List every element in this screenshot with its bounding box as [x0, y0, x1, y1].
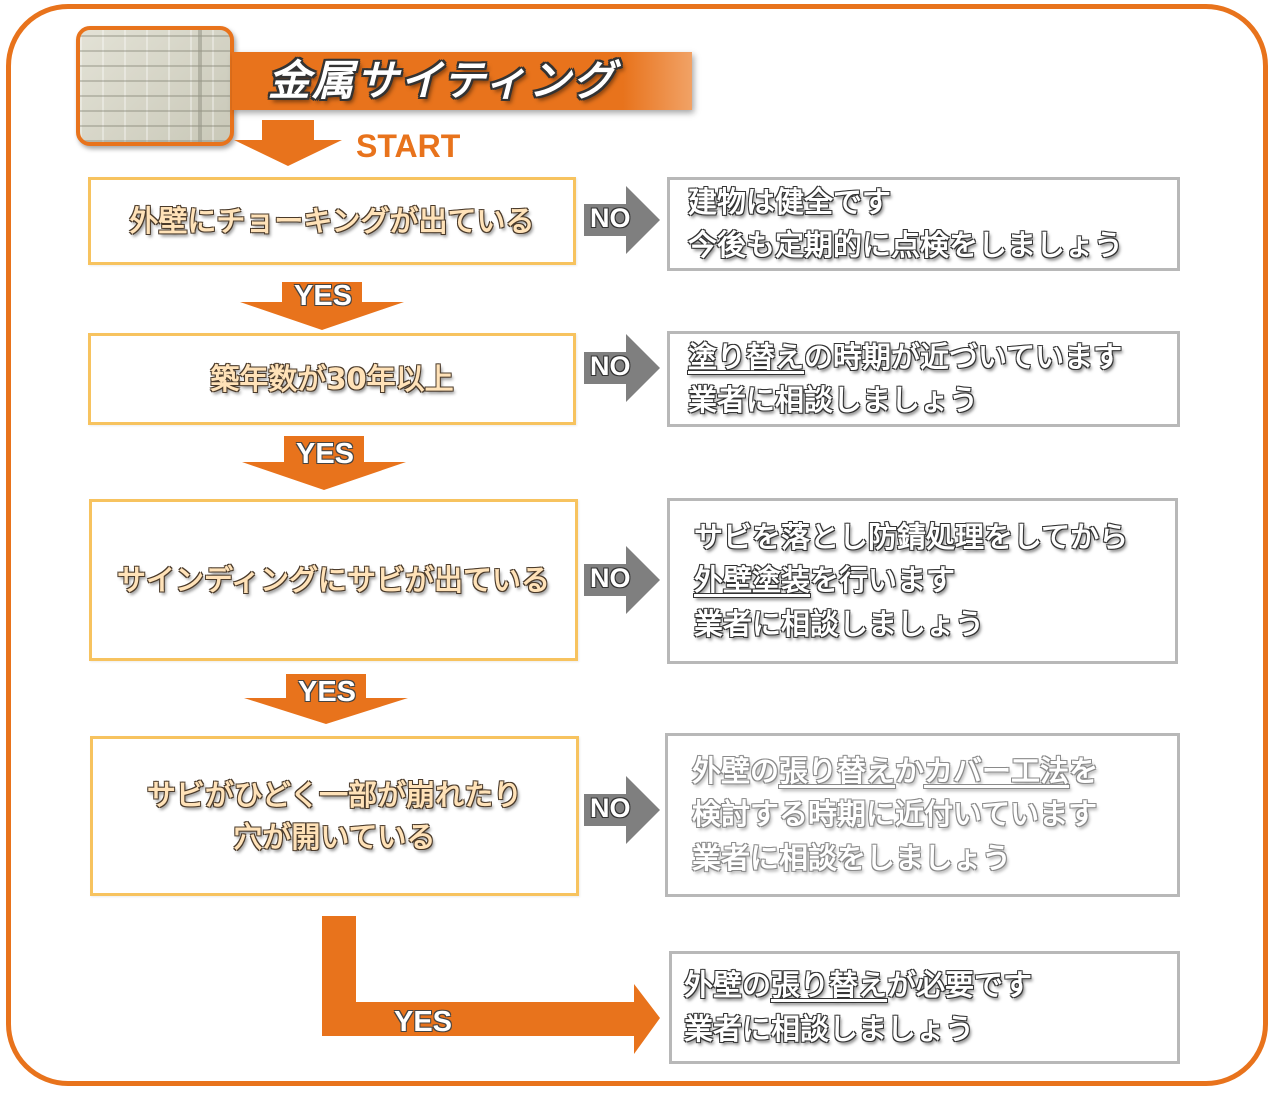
question-3-text: サインディングにサビが出ている [117, 562, 550, 597]
question-4-line-2: 穴が開いている [233, 820, 436, 854]
replacement-keyword: 張り替え [779, 753, 896, 788]
answer-4-line-3: 業者に相談をしましょう [692, 840, 1012, 875]
page-title: 金属サイティング [268, 56, 617, 105]
start-arrow [234, 120, 342, 166]
yes-arrow-3 [244, 674, 408, 724]
cover-method-keyword: カバー工法 [924, 753, 1070, 788]
yes-label-final: YES [394, 1006, 453, 1038]
answer-5-line-2: 業者に相談しましょう [684, 1011, 975, 1046]
yes-label-1: YES [294, 280, 353, 312]
question-box-2: 築年数が30年以上 [88, 333, 576, 425]
yes-label-2: YES [296, 438, 355, 470]
outer-frame [6, 4, 1268, 1086]
yes-label-3: YES [298, 676, 357, 708]
question-box-4: サビがひどく一部が崩れたり 穴が開いている [90, 736, 579, 896]
no-label-4: NO [590, 793, 631, 823]
siding-photo [76, 26, 234, 146]
repaint-keyword: 塗り替え [688, 339, 805, 374]
answer-box-1: 建物は健全です 今後も定期的に点検をしましょう [667, 177, 1180, 271]
question-4-text: サビがひどく一部が崩れたり 穴が開いている [147, 774, 522, 858]
question-4-line-1: サビがひどく一部が崩れたり [146, 777, 523, 812]
question-1-text: 外壁にチョーキングが出ている [129, 203, 535, 238]
title-banner [232, 52, 692, 110]
no-arrow-4 [584, 776, 660, 844]
no-label-2: NO [590, 351, 631, 381]
replacement-keyword: 張り替え [771, 968, 888, 1002]
no-label-1: NO [590, 203, 631, 233]
answer-3-line-2: 外壁塗装を行います [694, 563, 956, 598]
question-box-1: 外壁にチョーキングが出ている [88, 177, 576, 265]
answer-box-3: サビを落とし防錆処理をしてから 外壁塗装を行います 業者に相談しましょう [667, 498, 1178, 664]
answer-box-4: 外壁の張り替えかカバー工法を 検討する時期に近付いています 業者に相談をしましょ… [665, 733, 1180, 897]
yes-arrow-1 [240, 282, 404, 330]
answer-2-line-2: 業者に相談しましょう [688, 383, 979, 417]
answer-1-line-1: 建物は健全です [688, 184, 892, 219]
yes-arrow-final [322, 916, 660, 1054]
no-arrow-2 [584, 334, 660, 402]
wall-painting-keyword: 外壁塗装 [694, 563, 811, 598]
no-label-3: NO [590, 563, 631, 593]
no-arrow-1 [584, 186, 660, 254]
no-arrow-3 [584, 546, 660, 614]
answer-4-line-2: 検討する時期に近付いています [692, 797, 1098, 832]
start-label: START [356, 128, 461, 164]
answer-2-line-1: 塗り替えの時期が近づいています [688, 339, 1123, 374]
answer-1-line-2: 今後も定期的に点検をしましょう [688, 228, 1124, 262]
answer-3-line-3: 業者に相談しましょう [694, 606, 985, 641]
answer-5-line-1: 外壁の張り替えが必要です [684, 968, 1033, 1002]
answer-box-5: 外壁の張り替えが必要です 業者に相談しましょう [669, 951, 1180, 1064]
answer-box-2: 塗り替えの時期が近づいています 業者に相談しましょう [667, 331, 1180, 427]
answer-4-line-1: 外壁の張り替えかカバー工法を [692, 753, 1099, 788]
question-box-3: サインディングにサビが出ている [89, 499, 578, 661]
question-2-text: 築年数が30年以上 [210, 361, 454, 396]
answer-3-line-1: サビを落とし防錆処理をしてから [694, 519, 1129, 554]
yes-arrow-2 [242, 436, 406, 490]
